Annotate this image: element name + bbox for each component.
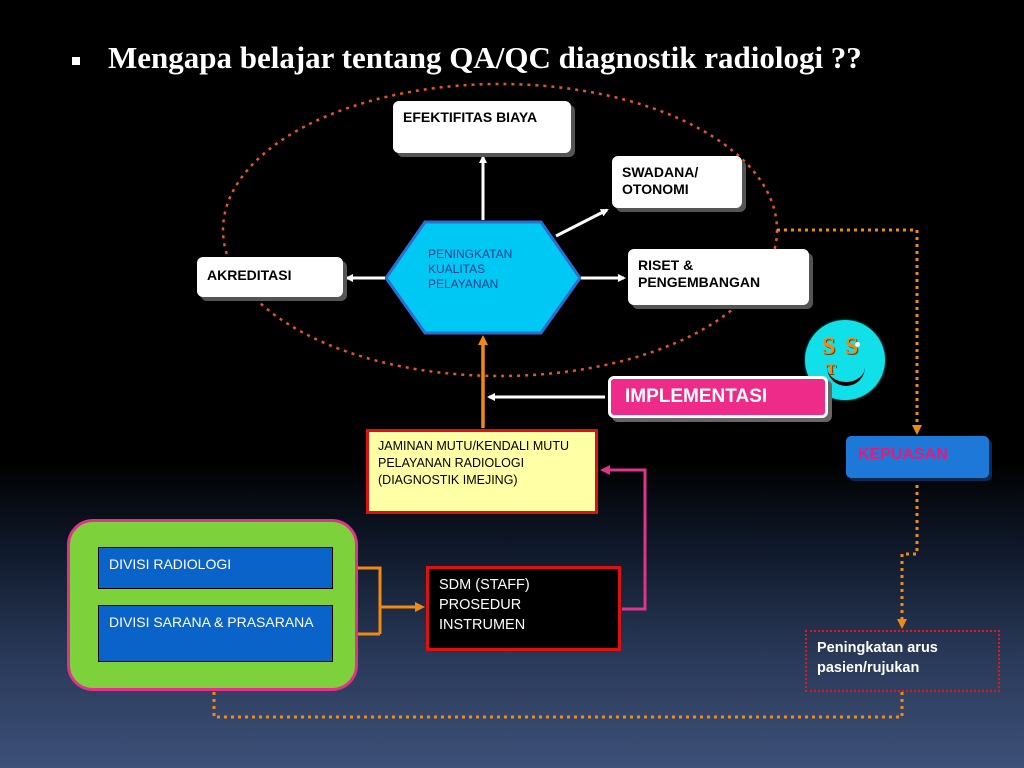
smiley-dot bbox=[855, 342, 860, 347]
peningkatan-arus-box: Peningkatan arus pasien/rujukan bbox=[805, 630, 1000, 692]
slide-title: Mengapa belajar tentang QA/QC diagnostik… bbox=[108, 40, 862, 75]
implementasi-box: IMPLEMENTASI bbox=[608, 376, 828, 418]
swadana-label: SWADANA/ OTONOMI bbox=[622, 164, 699, 197]
smiley-s1: S bbox=[822, 334, 836, 360]
divisi-radiologi-box: DIVISI RADIOLOGI bbox=[98, 547, 333, 589]
arrow-to-kepuasan bbox=[777, 228, 922, 435]
smiley-s2: S bbox=[845, 334, 859, 360]
riset-label: RISET & PENGEMBANGAN bbox=[638, 257, 761, 290]
swadana-box: SWADANA/ OTONOMI bbox=[612, 156, 742, 208]
smiley-mouth bbox=[827, 362, 865, 386]
akreditasi-box: AKREDITASI bbox=[197, 257, 343, 297]
arrow-to-peningkatan bbox=[897, 478, 919, 629]
divisi-sarana-box: DIVISI SARANA & PRASARANA bbox=[98, 605, 333, 662]
smiley-face-icon: S S T bbox=[805, 320, 885, 400]
center-hexagon bbox=[384, 220, 582, 335]
arrow-to-swadana bbox=[555, 208, 609, 238]
efektifitas-label: EFEKTIFITAS BIAYA bbox=[403, 109, 538, 125]
bullet-icon bbox=[72, 57, 80, 65]
arrow-sdm-to-jaminan bbox=[600, 465, 647, 611]
akreditasi-label: AKREDITASI bbox=[207, 267, 292, 283]
center-label: PENINGKATAN KUALITAS PELAYANAN bbox=[428, 247, 513, 291]
kepuasan-box: KEPUASAN bbox=[846, 436, 989, 478]
efektifitas-box: EFEKTIFITAS BIAYA bbox=[393, 101, 571, 153]
sdm-box: SDM (STAFF) PROSEDUR INSTRUMEN bbox=[426, 566, 621, 651]
feedback-loop bbox=[209, 665, 904, 719]
riset-box: RISET & PENGEMBANGAN bbox=[628, 249, 809, 305]
jaminan-mutu-box: JAMINAN MUTU/KENDALI MUTU PELAYANAN RADI… bbox=[366, 429, 598, 514]
